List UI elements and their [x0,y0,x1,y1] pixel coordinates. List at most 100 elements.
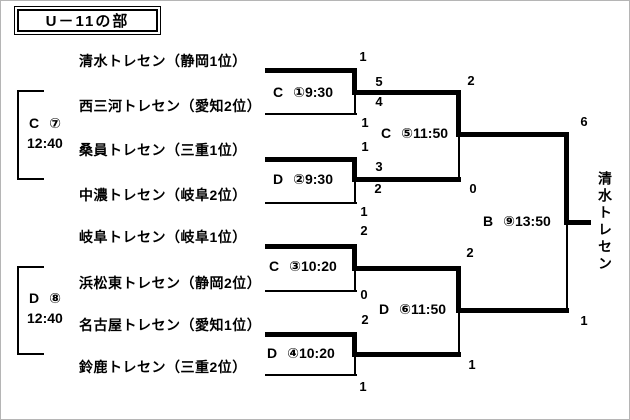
m9-score-top: 6 [580,114,588,129]
match-9-time: 13:50 [514,213,551,229]
m5-winner-line [456,132,569,137]
m4-loser-connector [354,352,356,376]
match-2-time: 9:30 [304,171,334,187]
m4-score-bottom: 1 [359,379,367,394]
m1-pk-top: 5 [375,74,383,89]
match-1-time: 9:30 [304,84,334,100]
team-name-4: 岐阜トレセン（岐阜1位） [79,229,247,245]
m1-pk-bottom: 4 [375,94,383,109]
match-2-venue: D [273,171,284,187]
match-4-number: ④ [287,345,299,361]
m2-score-top: 1 [361,139,369,154]
m9-score-bottom: 1 [580,313,588,328]
match-2-number: ② [293,171,305,187]
m2-winner-connector [352,157,357,182]
team-name-5: 浜松東トレセン（静岡2位） [79,275,262,291]
m2-bottom-team-line [265,202,357,204]
m7-bracket-top-tick [17,90,44,92]
match-4-venue: D [267,345,278,361]
match-1-number: ① [293,84,305,100]
match-8-time: 12:40 [27,310,63,327]
match-6-venue: D [379,301,390,317]
m6-winner-connector [456,266,461,313]
m5-score-bottom: 0 [469,181,477,196]
m4-winner-connector [352,332,357,357]
m8-bracket-vertical [17,266,19,355]
match-5-number: ⑤ [401,125,413,141]
title-box: U－11の部 [14,6,161,35]
match-3-venue: C [269,258,280,274]
team-name-2: 桑員トレセン（三重1位） [79,142,247,158]
match-6-time: 11:50 [410,301,447,317]
team-name-6: 名古屋トレセン（愛知1位） [79,317,262,333]
m1-winner-line [352,90,461,95]
m6-loser-connector [458,309,460,357]
m9-winner-connector [564,132,569,225]
match-4-time: 10:20 [298,345,335,361]
m4-score-top: 2 [361,312,369,327]
m1-score-top: 1 [359,49,367,64]
m1-winner-connector [352,68,357,95]
match-5-time: 11:50 [412,125,449,141]
m3-loser-connector [354,266,356,292]
champion-line [564,220,591,225]
match-8-time-text: 12:40 [27,310,63,326]
match-5-venue: C [381,125,392,141]
m2-winner-line [352,177,461,182]
m2-pk-bottom: 2 [374,181,382,196]
m2-score-bottom: 1 [360,204,368,219]
m3-score-bottom: 0 [360,287,368,302]
match-7-time-text: 12:40 [27,135,63,151]
m2-pk-top: 3 [375,159,383,174]
team-name-0: 清水トレセン（静岡1位） [79,53,247,69]
match-8-venue: D [29,290,40,306]
m3-bottom-team-line [265,290,357,292]
m3-winner-connector [352,244,357,271]
champion-name: 清水トレセン [597,171,613,273]
m7-bracket-bottom-tick [17,178,44,180]
team-name-1: 西三河トレセン（愛知2位） [79,98,262,114]
m9-loser-connector [566,221,568,313]
match-8-number: ⑧ [49,290,61,306]
match-6-number: ⑥ [399,301,411,317]
m6-score-top: 2 [466,245,474,260]
m5-score-top: 2 [467,73,475,88]
m5-loser-connector [458,133,460,179]
m4-bottom-team-line [265,374,357,376]
m7-bracket-vertical [17,90,19,180]
team-name-7: 鈴鹿トレセン（三重2位） [79,359,247,375]
m4-top-team-line [265,332,357,337]
m1-loser-connector [354,90,356,115]
match-1-venue: C [273,84,284,100]
match-9-venue: B [483,213,494,229]
team-name-3: 中濃トレセン（岐阜2位） [79,187,247,203]
match-7-time: 12:40 [27,135,63,152]
m4-winner-line [352,352,461,357]
m6-score-bottom: 1 [468,357,476,372]
division-title: U－11の部 [17,9,158,32]
m3-winner-line [352,266,461,271]
match-7-number: ⑦ [49,115,61,131]
match-3-time: 10:20 [300,258,337,274]
m2-loser-connector [354,177,356,204]
m1-top-team-line [265,68,357,73]
m1-score-bottom: 1 [361,115,369,130]
m5-winner-connector [456,90,461,137]
m3-score-top: 2 [360,223,368,238]
m1-bottom-team-line [265,113,357,115]
m6-winner-line [456,308,569,313]
match-9-number: ⑨ [503,213,515,229]
m2-top-team-line [265,157,357,162]
m3-top-team-line [265,244,357,249]
match-7-venue: C [29,115,40,131]
